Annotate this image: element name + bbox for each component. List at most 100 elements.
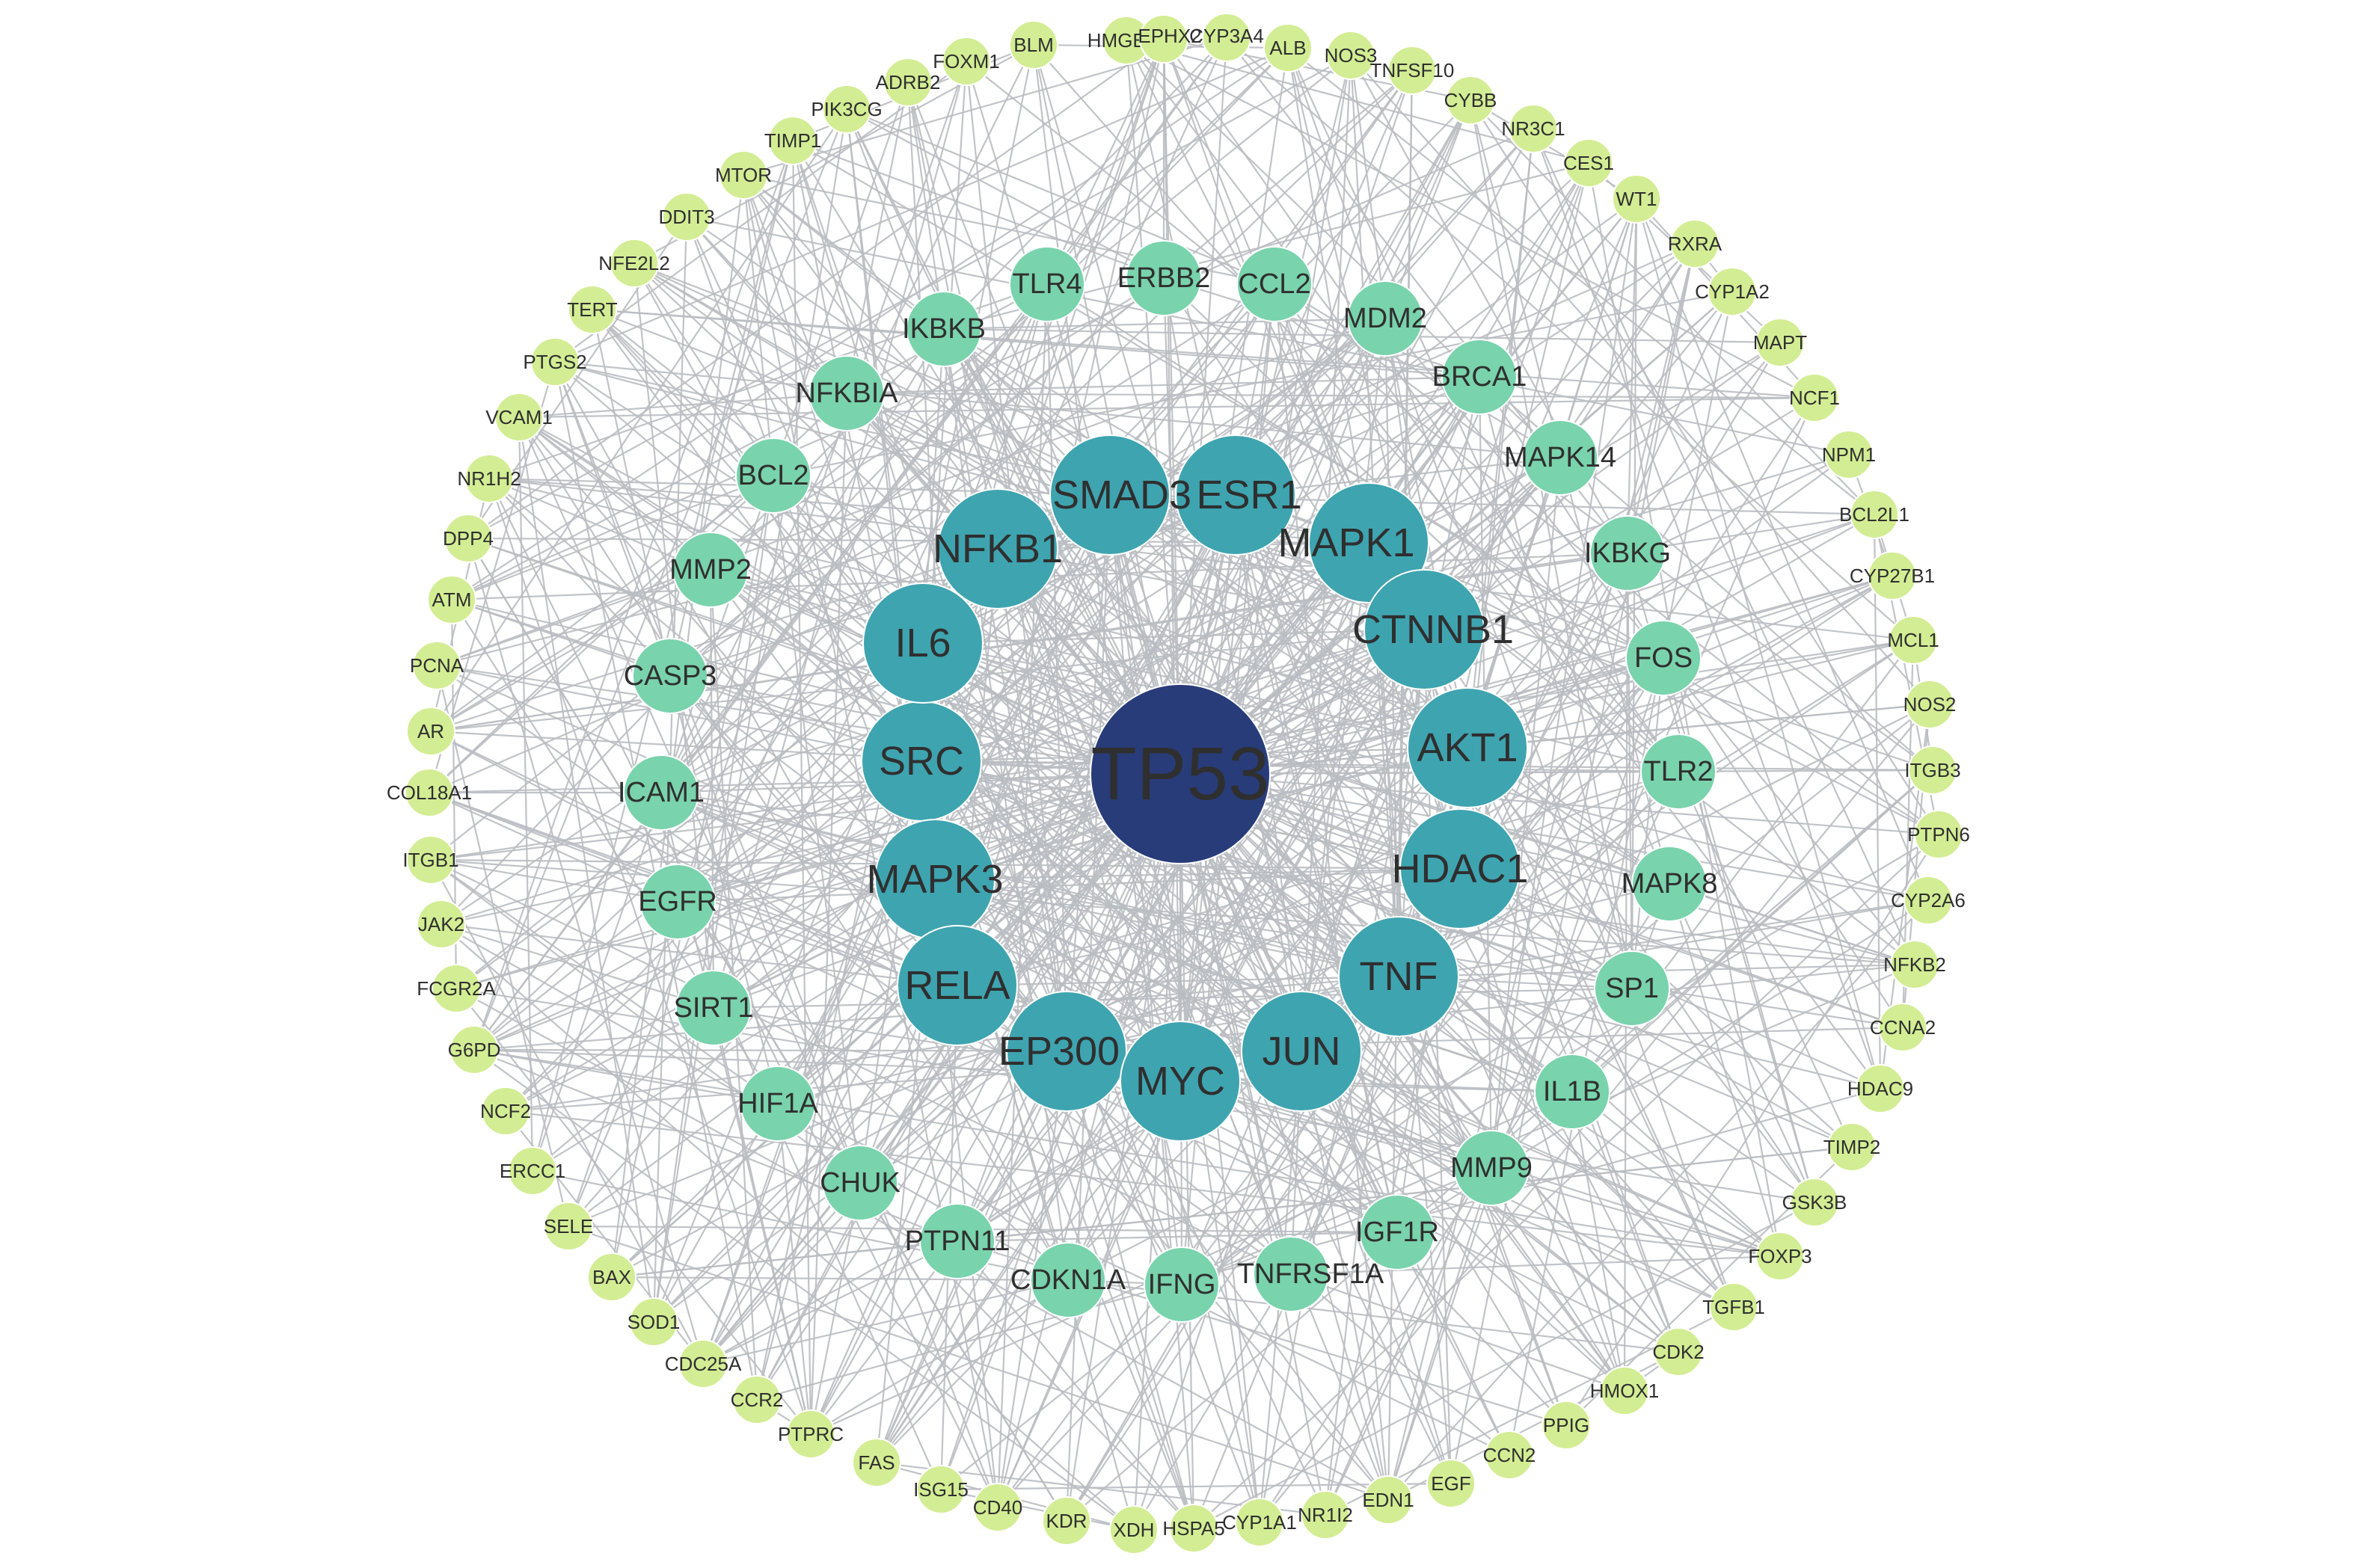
node-nfkb2[interactable]: NFKB2 bbox=[1883, 940, 1946, 989]
node-mmp9[interactable]: MMP9 bbox=[1450, 1130, 1533, 1206]
node-kdr[interactable]: KDR bbox=[1042, 1496, 1091, 1546]
node-tnf[interactable]: TNF bbox=[1338, 916, 1459, 1037]
node-ikbkg[interactable]: IKBKG bbox=[1584, 515, 1671, 591]
node-tnfrsf1a[interactable]: TNFRSF1A bbox=[1237, 1236, 1384, 1312]
node-nfkbia[interactable]: NFKBIA bbox=[795, 355, 898, 431]
node-foxp3[interactable]: FOXP3 bbox=[1748, 1232, 1812, 1281]
node-foxm1[interactable]: FOXM1 bbox=[933, 37, 1000, 86]
node-pik3cg[interactable]: PIK3CG bbox=[811, 84, 883, 134]
node-mapk14[interactable]: MAPK14 bbox=[1504, 419, 1616, 496]
node-pcna[interactable]: PCNA bbox=[410, 641, 464, 690]
node-hmox1[interactable]: HMOX1 bbox=[1590, 1366, 1659, 1415]
node-tlr2[interactable]: TLR2 bbox=[1640, 734, 1717, 810]
node-cyp27b1[interactable]: CYP27B1 bbox=[1850, 551, 1935, 600]
node-il1b[interactable]: IL1B bbox=[1534, 1054, 1610, 1130]
node-cdk2[interactable]: CDK2 bbox=[1652, 1327, 1705, 1377]
node-sirt1[interactable]: SIRT1 bbox=[673, 970, 754, 1046]
node-ephx2[interactable]: EPHX2 bbox=[1138, 14, 1202, 64]
node-xdh[interactable]: XDH bbox=[1109, 1505, 1159, 1555]
node-rxra[interactable]: RXRA bbox=[1668, 219, 1722, 268]
node-bcl2l1[interactable]: BCL2L1 bbox=[1839, 490, 1909, 539]
node-nr1i2[interactable]: NR1I2 bbox=[1298, 1490, 1353, 1540]
node-cdkn1a[interactable]: CDKN1A bbox=[1010, 1242, 1126, 1318]
node-ncf2[interactable]: NCF2 bbox=[480, 1086, 531, 1136]
node-ptpn11[interactable]: PTPN11 bbox=[905, 1203, 1010, 1279]
node-mcl1[interactable]: MCL1 bbox=[1887, 615, 1939, 665]
node-ccl2[interactable]: CCL2 bbox=[1236, 246, 1313, 322]
node-dpp4[interactable]: DPP4 bbox=[443, 514, 494, 563]
node-hspa5[interactable]: HSPA5 bbox=[1162, 1504, 1225, 1553]
node-hdac9[interactable]: HDAC9 bbox=[1847, 1064, 1913, 1113]
node-tert[interactable]: TERT bbox=[567, 285, 618, 334]
node-tnfsf10[interactable]: TNFSF10 bbox=[1370, 46, 1455, 95]
node-gsk3b[interactable]: GSK3B bbox=[1782, 1178, 1847, 1227]
node-smad3[interactable]: SMAD3 bbox=[1049, 434, 1191, 556]
node-ifng[interactable]: IFNG bbox=[1144, 1246, 1220, 1323]
node-npm1[interactable]: NPM1 bbox=[1822, 430, 1876, 479]
node-edn1[interactable]: EDN1 bbox=[1362, 1475, 1414, 1525]
node-ccr2[interactable]: CCR2 bbox=[731, 1375, 784, 1424]
node-sele[interactable]: SELE bbox=[544, 1202, 594, 1251]
node-bcl2[interactable]: BCL2 bbox=[735, 437, 812, 514]
node-cyp2a6[interactable]: CYP2A6 bbox=[1891, 876, 1966, 925]
node-rela[interactable]: RELA bbox=[897, 925, 1018, 1046]
node-ercc1[interactable]: ERCC1 bbox=[500, 1146, 565, 1196]
node-igf1r[interactable]: IGF1R bbox=[1355, 1194, 1439, 1270]
node-ccn2[interactable]: CCN2 bbox=[1483, 1430, 1536, 1480]
node-vcam1[interactable]: VCAM1 bbox=[485, 393, 553, 442]
node-ikbkb[interactable]: IKBKB bbox=[902, 291, 986, 367]
node-hdac1[interactable]: HDAC1 bbox=[1391, 808, 1529, 929]
node-itgb3[interactable]: ITGB3 bbox=[1904, 745, 1961, 795]
node-blm[interactable]: BLM bbox=[1009, 20, 1058, 70]
node-nfkb1[interactable]: NFKB1 bbox=[933, 488, 1063, 609]
node-ncf1[interactable]: NCF1 bbox=[1789, 373, 1840, 422]
node-alb[interactable]: ALB bbox=[1263, 23, 1313, 73]
node-ptpn6[interactable]: PTPN6 bbox=[1907, 810, 1970, 859]
node-tlr4[interactable]: TLR4 bbox=[1009, 246, 1085, 322]
node-akt1[interactable]: AKT1 bbox=[1407, 687, 1528, 808]
node-mapk1[interactable]: MAPK1 bbox=[1277, 482, 1429, 603]
node-esr1[interactable]: ESR1 bbox=[1175, 434, 1302, 556]
node-ptprc[interactable]: PTPRC bbox=[778, 1409, 844, 1459]
node-ptgs2[interactable]: PTGS2 bbox=[523, 337, 587, 387]
node-cyp1a1[interactable]: CYP1A1 bbox=[1222, 1498, 1297, 1547]
node-nr1h2[interactable]: NR1H2 bbox=[457, 454, 521, 503]
node-egfr[interactable]: EGFR bbox=[638, 864, 717, 940]
node-cdc25a[interactable]: CDC25A bbox=[665, 1339, 742, 1389]
node-ctnnb1[interactable]: CTNNB1 bbox=[1352, 569, 1514, 690]
node-mapk3[interactable]: MAPK3 bbox=[866, 819, 1004, 940]
node-tgfb1[interactable]: TGFB1 bbox=[1702, 1282, 1765, 1332]
node-myc[interactable]: MYC bbox=[1120, 1021, 1241, 1142]
node-ces1[interactable]: CES1 bbox=[1563, 138, 1614, 188]
node-atm[interactable]: ATM bbox=[427, 575, 476, 624]
node-chuk[interactable]: CHUK bbox=[820, 1145, 901, 1221]
node-nfe2l2[interactable]: NFE2L2 bbox=[598, 239, 670, 288]
node-timp2[interactable]: TIMP2 bbox=[1823, 1122, 1881, 1172]
node-src[interactable]: SRC bbox=[861, 701, 982, 822]
node-adrb2[interactable]: ADRB2 bbox=[876, 58, 941, 107]
node-col18a1[interactable]: COL18A1 bbox=[387, 768, 472, 817]
node-ddit3[interactable]: DDIT3 bbox=[658, 192, 715, 242]
node-cd40[interactable]: CD40 bbox=[973, 1483, 1022, 1532]
node-g6pd[interactable]: G6PD bbox=[448, 1025, 501, 1074]
node-wt1[interactable]: WT1 bbox=[1612, 174, 1661, 224]
node-brca1[interactable]: BRCA1 bbox=[1432, 339, 1527, 415]
node-casp3[interactable]: CASP3 bbox=[624, 638, 717, 714]
node-sp1[interactable]: SP1 bbox=[1594, 950, 1670, 1027]
node-nos3[interactable]: NOS3 bbox=[1325, 31, 1378, 80]
node-mapt[interactable]: MAPT bbox=[1753, 318, 1807, 367]
node-cyp3a4[interactable]: CYP3A4 bbox=[1189, 13, 1264, 62]
node-jak2[interactable]: JAK2 bbox=[417, 900, 466, 949]
node-mapk8[interactable]: MAPK8 bbox=[1622, 846, 1718, 922]
node-egf[interactable]: EGF bbox=[1426, 1459, 1476, 1508]
node-bax[interactable]: BAX bbox=[587, 1252, 636, 1302]
node-nos2[interactable]: NOS2 bbox=[1903, 680, 1957, 729]
node-sod1[interactable]: SOD1 bbox=[628, 1297, 681, 1347]
node-mtor[interactable]: MTOR bbox=[715, 150, 772, 200]
node-il6[interactable]: IL6 bbox=[862, 582, 984, 704]
node-ep300[interactable]: EP300 bbox=[998, 991, 1127, 1112]
node-fcgr2a[interactable]: FCGR2A bbox=[417, 964, 496, 1013]
node-itgb1[interactable]: ITGB1 bbox=[402, 835, 459, 885]
node-ccna2[interactable]: CCNA2 bbox=[1870, 1003, 1936, 1052]
node-erbb2[interactable]: ERBB2 bbox=[1117, 240, 1211, 316]
